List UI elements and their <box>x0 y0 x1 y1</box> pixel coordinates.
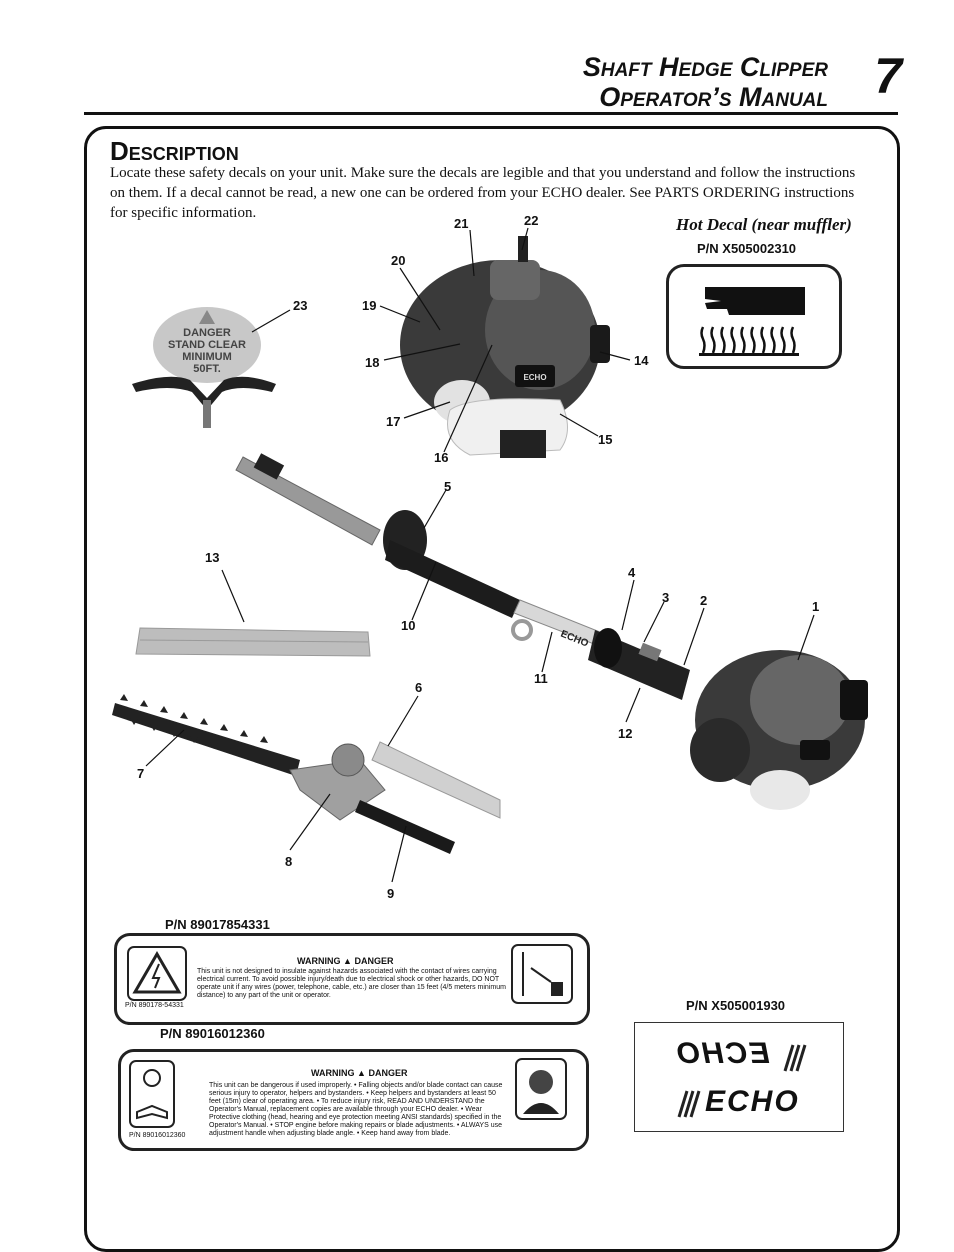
callout-5: 5 <box>444 479 452 494</box>
sign-line1: DANGER <box>183 327 231 339</box>
callout-18: 18 <box>365 355 380 370</box>
svg-text:ECHO: ECHO <box>523 373 546 382</box>
power-line-icon <box>511 944 573 1004</box>
callout-4: 4 <box>628 565 636 580</box>
parts-illustration: DANGER STAND CLEAR MINIMUM 50FT. ECHO EC… <box>112 227 868 883</box>
callout-23: 23 <box>293 298 308 313</box>
echo-stripes-icon <box>677 1044 807 1118</box>
callout-20: 20 <box>391 253 406 268</box>
callout-22: 22 <box>524 213 539 228</box>
decal2-danger-label: DANGER <box>368 1068 408 1078</box>
engine-top-image: ECHO <box>400 236 610 458</box>
echo-decal-part-number: P/N X505001930 <box>686 998 786 1013</box>
callout-14: 14 <box>634 353 649 368</box>
sign-line3: MINIMUM <box>182 351 232 363</box>
decal2-part-number: P/N 89016012360 <box>160 1026 265 1041</box>
section-title: Description <box>110 136 239 166</box>
callout-17: 17 <box>386 414 401 429</box>
decal2-warning-label: WARNING <box>311 1068 355 1078</box>
section-description: Locate these safety decals on your unit.… <box>110 165 856 221</box>
callout-13: 13 <box>205 550 220 565</box>
general-warning-decal: P/N 89016012360 WARNING ▲ DANGER This un… <box>118 1049 589 1151</box>
header-rule <box>84 112 898 115</box>
decal1-danger-label: DANGER <box>354 956 394 966</box>
hedge-blade-image <box>112 694 501 854</box>
hot-hand-icon <box>699 287 805 356</box>
decal2-small-pn: P/N 89016012360 <box>129 1132 186 1139</box>
electrical-warning-decal: P/N 890178-54331 WARNING ▲ DANGER This u… <box>114 933 590 1025</box>
hot-decal-title: Hot Decal (near muffler) <box>676 215 852 234</box>
callout-9: 9 <box>387 886 395 901</box>
hot-decal-part-number: P/N X505002310 <box>697 241 797 256</box>
callout-leader-lines <box>145 227 815 883</box>
callout-3: 3 <box>662 590 670 605</box>
callout-15: 15 <box>598 432 613 447</box>
decal1-part-number: P/N 89017854331 <box>165 917 270 932</box>
manual-title: Shaft Hedge Clipper Operator’s Manual <box>583 52 828 112</box>
callout-1: 1 <box>812 599 820 614</box>
decal1-small-pn: P/N 890178-54331 <box>125 1002 184 1009</box>
sign-line2: STAND CLEAR <box>168 339 246 351</box>
callout-6: 6 <box>415 680 423 695</box>
decal1-warning-label: WARNING <box>297 956 341 966</box>
shaft-assembly-image: ECHO <box>235 453 690 700</box>
blade-shield-image <box>135 627 371 657</box>
callout-2: 2 <box>700 593 708 608</box>
callout-7: 7 <box>137 766 145 781</box>
echo-logo-decal: ECHO ECHO <box>634 1022 844 1132</box>
warning-triangle-icon: ▲ <box>343 956 352 966</box>
protective-gear-icon <box>515 1058 567 1120</box>
callout-10: 10 <box>401 618 416 633</box>
callout-8: 8 <box>285 854 293 869</box>
electric-shock-icon <box>127 946 187 1001</box>
callout-16: 16 <box>434 450 449 465</box>
decal2-text: This unit can be dangerous if used impro… <box>209 1082 503 1137</box>
warning-triangle-icon: ▲ <box>357 1068 366 1078</box>
stand-clear-sign-image: DANGER STAND CLEAR MINIMUM 50FT. <box>132 307 276 428</box>
sign-line4: 50FT. <box>193 363 221 375</box>
read-manual-icon <box>129 1060 175 1128</box>
echo-logo: ECHO <box>705 1085 800 1118</box>
callout-11: 11 <box>534 671 548 686</box>
page-number: 7 <box>874 48 902 104</box>
engine-bottom-image <box>690 650 868 810</box>
hot-decal-image <box>666 264 842 369</box>
callout-12: 12 <box>618 726 633 741</box>
manual-title-line2: Operator’s Manual <box>599 82 828 112</box>
callout-19: 19 <box>362 298 377 313</box>
manual-title-line1: Shaft Hedge Clipper <box>582 52 828 82</box>
callout-21: 21 <box>454 216 469 231</box>
decal1-text: This unit is not designed to insulate ag… <box>197 968 506 999</box>
